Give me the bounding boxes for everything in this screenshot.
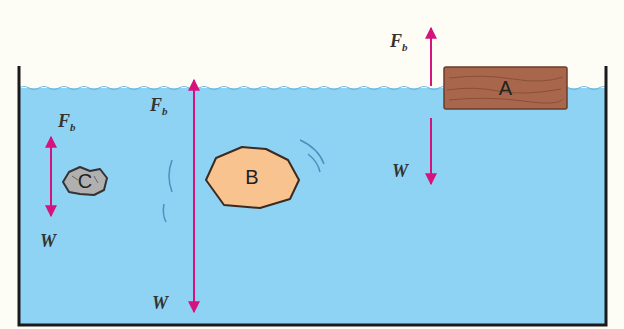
weight-label: W bbox=[40, 232, 56, 250]
object-letter: A bbox=[499, 78, 512, 98]
buoyant-force-label: Fb bbox=[390, 32, 408, 53]
buoyant-force-arrow bbox=[193, 80, 195, 176]
weight-label: W bbox=[392, 162, 408, 180]
water bbox=[19, 88, 606, 325]
motion-line bbox=[300, 140, 324, 164]
buoyant-force-label: Fb bbox=[150, 96, 168, 117]
object-letter: B bbox=[245, 167, 258, 187]
motion-line bbox=[308, 154, 320, 172]
motion-line bbox=[169, 160, 172, 192]
suspended-object: B bbox=[202, 144, 302, 210]
weight-arrow bbox=[50, 178, 52, 216]
object-letter: C bbox=[78, 171, 92, 191]
buoyant-force-arrow bbox=[430, 28, 432, 86]
buoyant-force-label: Fb bbox=[58, 112, 76, 133]
buoyant-force-arrow bbox=[50, 137, 52, 178]
weight-arrow bbox=[193, 176, 195, 312]
motion-line bbox=[163, 204, 166, 222]
tank-wall bbox=[19, 66, 606, 325]
floating-block: A bbox=[443, 66, 568, 110]
sinking-rock: C bbox=[60, 164, 110, 198]
weight-arrow bbox=[430, 118, 432, 184]
weight-label: W bbox=[152, 294, 168, 312]
